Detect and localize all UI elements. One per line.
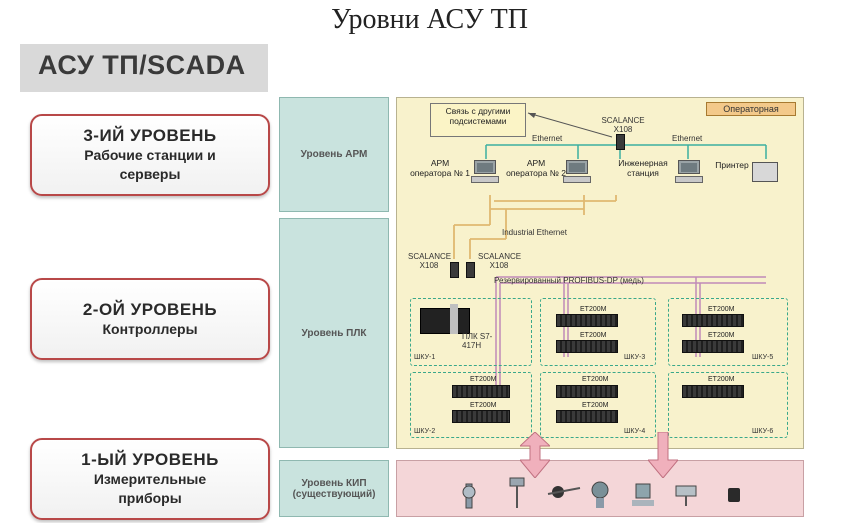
printer-label: Принтер (715, 160, 749, 170)
profibus-label: Резервированный PROFIBUS-DP (медь) (494, 276, 644, 285)
level-2-card: 2-ОЙ УРОВЕНЬ Контроллеры (30, 278, 270, 360)
cab6-et1-label: ET200M (708, 376, 735, 383)
cabinet-5 (668, 298, 788, 366)
scalance-switch-left-icon (450, 262, 459, 278)
field-devices-icons (462, 477, 740, 509)
level-3-title: 3-ИЙ УРОВЕНЬ (83, 126, 217, 145)
cab2-et2-label: ET200M (470, 402, 497, 409)
cab4-rack-2 (556, 410, 618, 423)
cabinet-1-label: ШКУ-1 (414, 354, 436, 361)
tier-plc: Уровень ПЛК (279, 218, 389, 448)
level-3-subtitle: Рабочие станции и серверы (84, 147, 216, 182)
plc-icon (420, 308, 470, 334)
plc-label: ПЛК S7-417H (462, 332, 493, 350)
valve-positioner-icon (632, 483, 654, 506)
cab5-et2-label: ET200M (708, 332, 735, 339)
engineering-station-icon (678, 160, 700, 174)
plc-power-module (450, 304, 458, 334)
page-title: Уровни АСУ ТП (331, 4, 528, 35)
operator-room-tag: Операторная (706, 102, 796, 116)
level-1-card: 1-ЫЙ УРОВЕНЬ Измерительные приборы (30, 438, 270, 520)
flowmeter-icon (462, 483, 476, 509)
cabinet-5-label: ШКУ-5 (752, 354, 774, 361)
scalance-top-label: SCALANCE X108 (601, 116, 645, 134)
tier-arm: Уровень АРМ (279, 97, 389, 212)
cabinet-6-label: ШКУ-6 (752, 428, 774, 435)
pressure-transmitter-icon (591, 481, 609, 508)
temperature-sensor-icon (547, 486, 581, 498)
cabinet-4 (540, 372, 656, 438)
ethernet-label-right: Ethernet (672, 134, 703, 143)
engineering-station-base (675, 176, 703, 183)
workstation-1-icon (474, 160, 496, 174)
cab3-rack-1 (556, 314, 618, 327)
printer-icon (752, 162, 778, 182)
cab5-et1-label: ET200M (708, 306, 735, 313)
cab4-et2-label: ET200M (582, 402, 609, 409)
arrow-down-icon (648, 432, 678, 478)
cab2-rack-1 (452, 385, 510, 398)
cab3-et1-label: ET200M (580, 306, 607, 313)
header-box: АСУ ТП/SCADA (20, 44, 268, 92)
cab4-rack-1 (556, 385, 618, 398)
tier-kip: Уровень КИП (существующий) (279, 460, 389, 517)
scalance-right-label: SCALANCE X108 (478, 252, 522, 270)
arrow-up-icon (520, 432, 550, 478)
network-lines (453, 112, 767, 387)
cab6-rack-1 (682, 385, 744, 398)
cab2-et1-label: ET200M (470, 376, 497, 383)
sensor-cap-icon (728, 488, 740, 502)
workstation-1-base (471, 176, 499, 183)
cab4-et1-label: ET200M (582, 376, 609, 383)
eng-station-label: Инженерная станция (618, 158, 668, 178)
cabinet-4-label: ШКУ-4 (624, 428, 646, 435)
level-2-subtitle: Контроллеры (102, 320, 198, 337)
workstation-2-icon (566, 160, 588, 174)
scalance-switch-top-icon (616, 134, 625, 150)
level-sensor-icon (509, 477, 525, 508)
cabinet-2-label: ШКУ-2 (414, 428, 436, 435)
level-2-title: 2-ОЙ УРОВЕНЬ (82, 299, 218, 319)
scalance-switch-right-icon (466, 262, 475, 278)
cabinet-3 (540, 298, 656, 366)
cabinet-2 (410, 372, 532, 438)
arm-2-label: АРМ оператора № 2 (506, 158, 566, 178)
workstation-2-base (563, 176, 591, 183)
industrial-ethernet-label: Industrial Ethernet (502, 228, 567, 237)
control-valve-icon (675, 485, 697, 506)
cab5-rack-2 (682, 340, 744, 353)
cab5-rack-1 (682, 314, 744, 327)
cab3-rack-2 (556, 340, 618, 353)
cabinet-3-label: ШКУ-3 (624, 354, 646, 361)
cabinet-6 (668, 372, 788, 438)
ethernet-label-left: Ethernet (532, 134, 563, 143)
level-3-card: 3-ИЙ УРОВЕНЬ Рабочие станции и серверы (30, 114, 270, 196)
cab3-et2-label: ET200M (580, 332, 607, 339)
level-1-title: 1-ЫЙ УРОВЕНЬ (81, 450, 219, 469)
level-1-subtitle: Измерительные приборы (93, 471, 207, 506)
cab2-rack-2 (452, 410, 510, 423)
subsystems-box: Связь с другими подсистемами (430, 103, 526, 137)
services-link (527, 112, 613, 138)
cabinet-1 (410, 298, 532, 366)
arm-1-label: АРМ оператора № 1 (410, 158, 470, 178)
scalance-left-label: SCALANCE X108 (408, 252, 452, 270)
